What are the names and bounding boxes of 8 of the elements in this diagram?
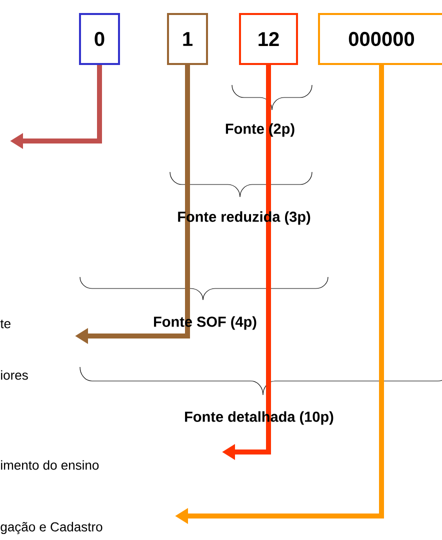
side-text: imento do ensino (1, 460, 99, 470)
digit-box: 12 (239, 13, 298, 65)
side-text: gação e Cadastro (0, 522, 102, 534)
side-text: iores (1, 370, 28, 380)
digit-box: 0 (79, 13, 120, 65)
digit-box: 1 (167, 13, 208, 65)
side-text: te (0, 320, 10, 328)
digit-box: 000000 (318, 13, 442, 65)
